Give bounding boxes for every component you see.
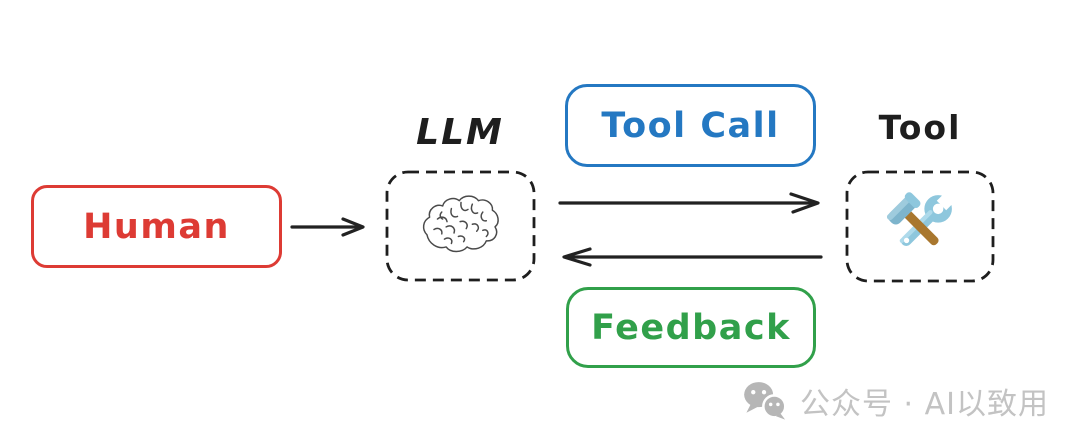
- human-node: Human: [31, 185, 282, 268]
- wechat-icon: [744, 382, 787, 420]
- llm-node: [385, 170, 536, 282]
- human-label: Human: [83, 206, 230, 247]
- arrow-tool-to-llm: [562, 247, 823, 267]
- llm-title: LLM: [416, 112, 504, 153]
- feedback-badge: Feedback: [566, 287, 816, 368]
- feedback-label: Feedback: [591, 307, 791, 348]
- tool-node: [845, 170, 995, 283]
- hammer-wrench-icon: [886, 190, 956, 246]
- tool-call-badge: Tool Call: [565, 84, 816, 167]
- tool-title: Tool: [878, 108, 962, 147]
- llm-dashed-frame: [385, 170, 536, 282]
- arrow-human-to-llm: [290, 217, 365, 237]
- watermark: 公众号 · AI以致用: [742, 379, 1049, 423]
- arrow-llm-to-tool: [558, 192, 820, 214]
- tool-call-label: Tool Call: [601, 105, 780, 146]
- brain-icon: [422, 195, 499, 253]
- watermark-text: 公众号 · AI以致用: [800, 387, 1049, 422]
- tool-dashed-frame: [845, 170, 995, 283]
